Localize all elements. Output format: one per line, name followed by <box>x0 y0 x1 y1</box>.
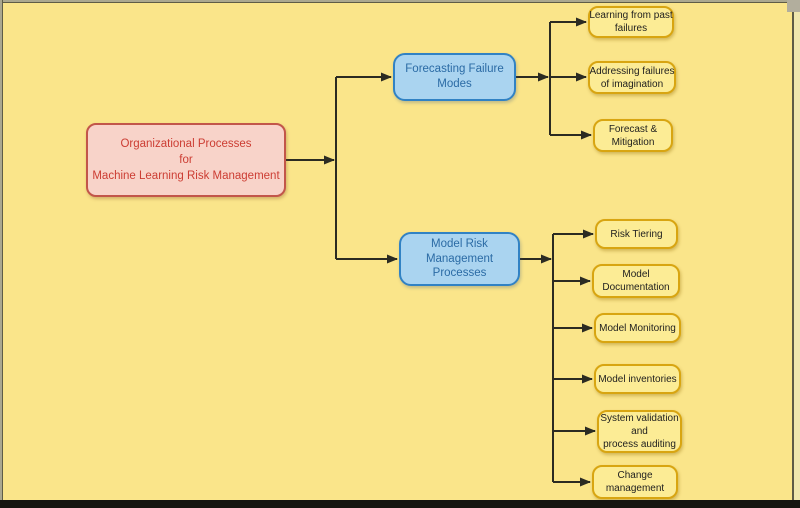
node-label: Risk Tiering <box>610 228 663 240</box>
system-validation-process-auditing-node[interactable]: System validation and process auditing <box>597 410 682 453</box>
node-label: Addressing failures of imagination <box>589 65 675 90</box>
node-label: Model Monitoring <box>599 322 676 334</box>
model-documentation-node[interactable]: Model Documentation <box>592 264 680 298</box>
window-frame-right <box>792 0 794 501</box>
window-frame-right-strip <box>794 0 800 501</box>
window-frame-left <box>0 0 3 508</box>
model-inventories-node[interactable]: Model inventories <box>594 364 681 394</box>
learning-from-past-failures-node[interactable]: Learning from past failures <box>588 6 674 38</box>
window-frame-bottom <box>0 500 800 508</box>
node-label: Forecast & Mitigation <box>608 123 658 148</box>
node-label: Organizational Processes for Machine Lea… <box>92 137 280 183</box>
change-management-node[interactable]: Change management <box>592 465 678 499</box>
node-label: Model Risk Management Processes <box>425 237 494 280</box>
node-label: Model Documentation <box>602 269 670 293</box>
root-node[interactable]: Organizational Processes for Machine Lea… <box>86 123 286 197</box>
node-label: Change management <box>605 470 665 494</box>
node-label: Forecasting Failure Modes <box>405 63 504 90</box>
scrollbar-corner <box>787 0 800 12</box>
risk-tiering-node[interactable]: Risk Tiering <box>595 219 678 249</box>
model-monitoring-node[interactable]: Model Monitoring <box>594 313 681 343</box>
model-risk-management-processes-node[interactable]: Model Risk Management Processes <box>399 232 520 286</box>
forecasting-failure-modes-node[interactable]: Forecasting Failure Modes <box>393 53 516 101</box>
node-label: Model inventories <box>598 373 677 385</box>
addressing-failures-of-imagination-node[interactable]: Addressing failures of imagination <box>588 61 676 94</box>
node-label: System validation and process auditing <box>600 413 679 450</box>
window-frame-top <box>0 0 800 3</box>
forecast-and-mitigation-node[interactable]: Forecast & Mitigation <box>593 119 673 152</box>
node-label: Learning from past failures <box>589 10 673 34</box>
